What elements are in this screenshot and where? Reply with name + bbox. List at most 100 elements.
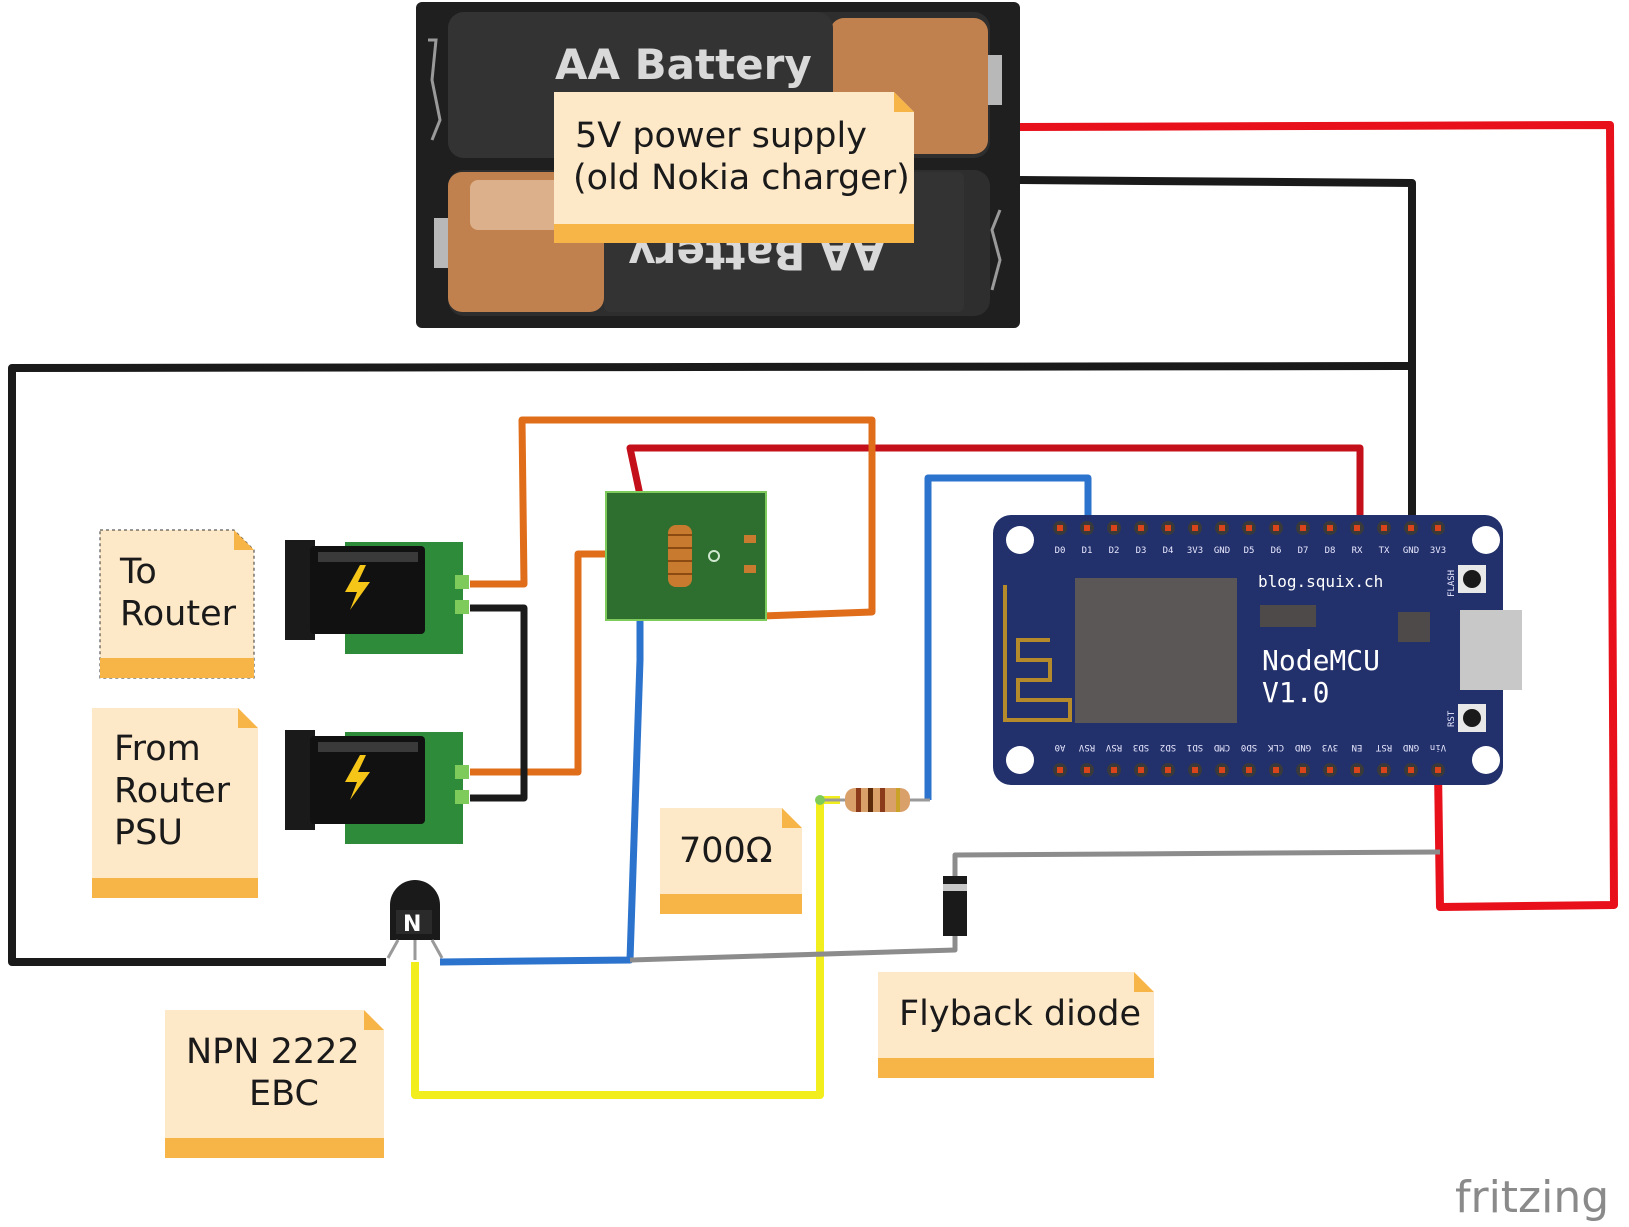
pin-contact bbox=[1084, 525, 1090, 531]
battery-label-top: AA Battery bbox=[555, 40, 812, 89]
pin-label: SD0 bbox=[1241, 742, 1257, 752]
pin-label: 3V3 bbox=[1187, 546, 1203, 556]
pin-contact bbox=[1138, 525, 1144, 531]
pin-contact bbox=[1327, 525, 1333, 531]
pin-label: D4 bbox=[1163, 546, 1174, 556]
pin-contact bbox=[1273, 767, 1279, 773]
pin-label: D6 bbox=[1271, 546, 1282, 556]
note-to-router-line1: To bbox=[119, 552, 157, 592]
esp-chip bbox=[1075, 578, 1237, 723]
wire-blue-coil[interactable] bbox=[439, 615, 644, 966]
top-pin-header: D0 D1 D2 D3 D4 3V3 GND D5 D6 D7 D8 RX TX GND 3V3 bbox=[1053, 521, 1446, 556]
pin-contact bbox=[1246, 767, 1252, 773]
nodemcu-url: blog.squix.ch bbox=[1258, 572, 1383, 591]
wire-black-ground-bus[interactable] bbox=[8, 362, 1413, 966]
pin-label: RX bbox=[1352, 546, 1363, 556]
note-flyback-diode: Flyback diode bbox=[878, 972, 1154, 1078]
wire-orange-router-com[interactable] bbox=[470, 416, 876, 620]
pin-label: RSV bbox=[1078, 742, 1095, 752]
pin-label: D2 bbox=[1109, 546, 1120, 556]
note-power-supply: 5V power supply (old Nokia charger) bbox=[554, 92, 914, 243]
note-from-router-line2: Router bbox=[114, 771, 231, 811]
note-from-router-line1: From bbox=[114, 729, 201, 769]
pin-contact bbox=[1300, 767, 1306, 773]
pin-label: GND bbox=[1403, 742, 1419, 752]
note-to-router-line2: Router bbox=[120, 594, 237, 634]
pin-label: A0 bbox=[1055, 742, 1066, 752]
nodemcu-title-line2: V1.0 bbox=[1262, 676, 1329, 709]
pin-label: D7 bbox=[1298, 546, 1309, 556]
nodemcu-title-line1: NodeMCU bbox=[1262, 644, 1380, 677]
pin-contact bbox=[1300, 525, 1306, 531]
pin-contact bbox=[1435, 767, 1441, 773]
wire-blue-d1[interactable] bbox=[924, 474, 1092, 800]
note-to-router: To Router bbox=[99, 529, 255, 679]
note-diode-label: Flyback diode bbox=[899, 994, 1141, 1034]
pin-contact bbox=[1327, 767, 1333, 773]
pin-contact bbox=[1246, 525, 1252, 531]
pin-contact bbox=[1408, 767, 1414, 773]
pin-label: 3V3 bbox=[1430, 546, 1446, 556]
pin-label: D1 bbox=[1082, 546, 1093, 556]
wire-black-supply[interactable] bbox=[1019, 176, 1416, 528]
pin-contact bbox=[1192, 767, 1198, 773]
pin-contact bbox=[1165, 767, 1171, 773]
pin-contact bbox=[1381, 525, 1387, 531]
pin-label: D5 bbox=[1244, 546, 1255, 556]
pin-label: SD1 bbox=[1187, 742, 1203, 752]
lightning-icon bbox=[345, 565, 370, 610]
pin-label: GND bbox=[1214, 546, 1230, 556]
pin-contact bbox=[1354, 767, 1360, 773]
pin-contact bbox=[1111, 525, 1117, 531]
flyback-diode[interactable] bbox=[943, 876, 967, 936]
pin-contact bbox=[1084, 767, 1090, 773]
pin-contact bbox=[1165, 525, 1171, 531]
pin-label: EN bbox=[1352, 742, 1363, 752]
rst-label: RST bbox=[1447, 710, 1457, 727]
note-from-router-line3: PSU bbox=[114, 813, 183, 853]
pin-label: 3V3 bbox=[1322, 742, 1338, 752]
pin-contact bbox=[1381, 767, 1387, 773]
dc-jack-psu[interactable] bbox=[285, 730, 469, 844]
pin-label: GND bbox=[1295, 742, 1311, 752]
pin-contact bbox=[1354, 525, 1360, 531]
pin-contact bbox=[1273, 525, 1279, 531]
pin-label: TX bbox=[1379, 546, 1390, 556]
pin-label: RST bbox=[1375, 742, 1392, 752]
pin-label: D0 bbox=[1055, 546, 1066, 556]
antenna-trace bbox=[1003, 585, 1072, 722]
transistor-mark: N bbox=[403, 912, 421, 937]
note-resistor: 700Ω bbox=[660, 808, 802, 914]
note-npn-line2: EBC bbox=[249, 1074, 319, 1114]
pin-contact bbox=[1408, 525, 1414, 531]
pin-contact bbox=[1111, 767, 1117, 773]
note-npn-line1: NPN 2222 bbox=[186, 1032, 360, 1072]
pin-label: CLK bbox=[1267, 742, 1284, 752]
wire-red-supply[interactable] bbox=[1019, 121, 1618, 911]
relay-module[interactable] bbox=[605, 491, 767, 621]
pin-label: D8 bbox=[1325, 546, 1336, 556]
note-power-line2: (old Nokia charger) bbox=[573, 158, 910, 198]
dc-jack-router[interactable] bbox=[285, 540, 469, 654]
lightning-icon bbox=[345, 755, 370, 800]
pin-label: Vin bbox=[1430, 742, 1446, 752]
pin-contact bbox=[1219, 525, 1225, 531]
pin-contact bbox=[1057, 767, 1063, 773]
pin-contact bbox=[1435, 525, 1441, 531]
resistor-700[interactable] bbox=[815, 788, 930, 812]
pin-label: D3 bbox=[1136, 546, 1147, 556]
note-resistor-value: 700Ω bbox=[679, 831, 773, 871]
relay-coil bbox=[668, 525, 692, 587]
note-from-router-psu: From Router PSU bbox=[92, 708, 258, 898]
wire-black-jack-jumper[interactable] bbox=[470, 604, 528, 802]
npn-transistor[interactable]: N bbox=[386, 880, 444, 960]
note-npn: NPN 2222 EBC bbox=[165, 1010, 384, 1158]
usb-port[interactable] bbox=[1460, 610, 1522, 690]
pin-label: GND bbox=[1403, 546, 1419, 556]
pin-contact bbox=[1219, 767, 1225, 773]
note-power-line1: 5V power supply bbox=[575, 116, 867, 156]
flash-label: FLASH bbox=[1447, 570, 1457, 597]
pin-label: RSV bbox=[1105, 742, 1122, 752]
